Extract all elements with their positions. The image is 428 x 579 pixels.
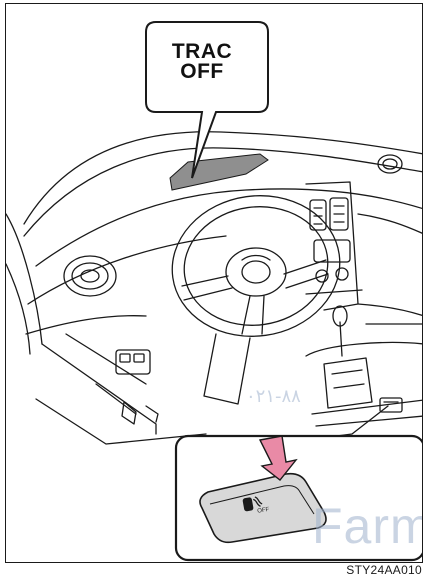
watermark: FarmaS xyxy=(312,497,423,555)
center-vent-left xyxy=(310,200,326,230)
callout-line-1: TRAC xyxy=(154,42,250,62)
figure-frame: OFF TRAC OFF ۰۲۱-۸۸ FarmaS xyxy=(5,3,423,563)
callout-text: TRAC OFF xyxy=(154,42,250,82)
callout-line-2: OFF xyxy=(154,62,250,82)
shift-lever xyxy=(340,322,342,356)
dashboard-illustration: OFF xyxy=(6,4,423,563)
figure-code: STY24AA010 xyxy=(346,563,422,577)
trac-off-indicator-area xyxy=(170,154,268,190)
steering-wheel xyxy=(163,185,349,347)
watermark-arabic: ۰۲۱-۸۸ xyxy=(246,386,301,407)
air-vent-right xyxy=(378,155,402,173)
